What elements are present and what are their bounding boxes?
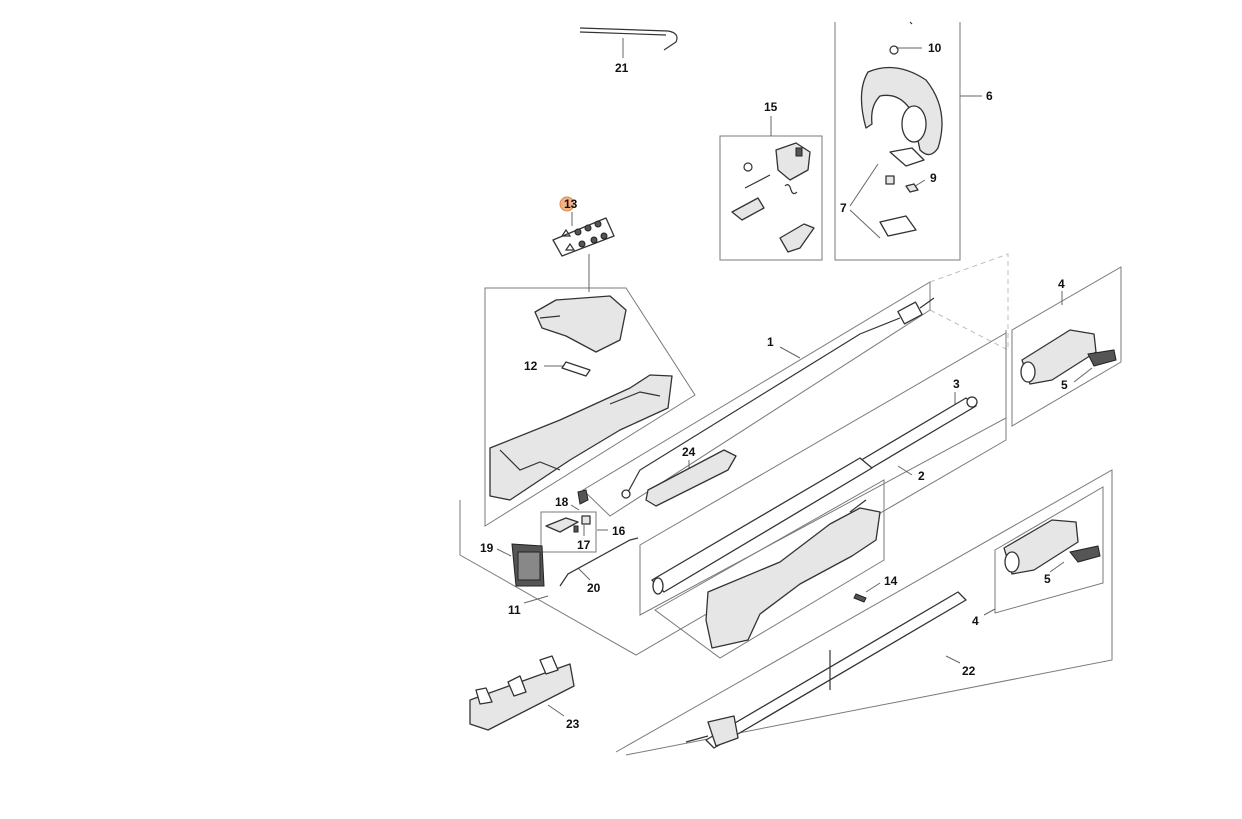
callout-13-highlight-marker [559, 196, 575, 212]
part-1-cable [621, 297, 935, 499]
callout-12[interactable]: 12 [524, 359, 538, 373]
frame-handle-6 [834, 22, 961, 261]
part-4-grip-upper [1020, 329, 1117, 385]
callout-4-lower[interactable]: 4 [972, 614, 979, 628]
part-19-block [511, 543, 545, 587]
callout-6[interactable]: 6 [986, 89, 993, 103]
callout-2[interactable]: 2 [918, 469, 925, 483]
frame-lower-handle [654, 479, 885, 659]
part-22-shaft [685, 591, 967, 749]
callout-16[interactable]: 16 [612, 524, 626, 538]
frame-grip-4-upper [1011, 266, 1122, 427]
part-housing-cover [534, 295, 627, 353]
frame-housing-inner-12 [484, 287, 696, 527]
callout-23[interactable]: 23 [566, 717, 580, 731]
part-13-warning-label [552, 217, 615, 257]
part-12-strip [561, 361, 591, 377]
frame-shaft-22 [615, 469, 1113, 756]
part-20-wire [559, 537, 639, 587]
part-21-rod [579, 27, 678, 51]
callout-18[interactable]: 18 [555, 495, 569, 509]
part-housing-main [489, 374, 673, 501]
frame-grip-4-lower [994, 486, 1104, 614]
callout-3[interactable]: 3 [953, 377, 960, 391]
callout-9[interactable]: 9 [930, 171, 937, 185]
callout-21[interactable]: 21 [615, 61, 629, 75]
callout-7[interactable]: 7 [840, 201, 847, 215]
assembly-frames [459, 22, 1122, 756]
callout-24[interactable]: 24 [682, 445, 696, 459]
part-16-17-18-switch [545, 489, 591, 533]
frame-cable-dashed [929, 253, 1009, 351]
part-24-bracket [645, 449, 737, 507]
callout-22[interactable]: 22 [962, 664, 976, 678]
callout-14[interactable]: 14 [884, 574, 898, 588]
part-15-assembly [731, 142, 815, 253]
callout-11[interactable]: 11 [508, 603, 521, 617]
part-23-holder [469, 655, 575, 731]
callout-5-lower[interactable]: 5 [1044, 572, 1051, 586]
callout-4-upper[interactable]: 4 [1058, 277, 1065, 291]
part-lower-handle [705, 499, 881, 649]
callout-10[interactable]: 10 [928, 41, 942, 55]
callout-13[interactable]: 13 [564, 197, 578, 211]
callout-5-upper[interactable]: 5 [1061, 378, 1068, 392]
callout-20[interactable]: 20 [587, 581, 601, 595]
part-2-main-tube [651, 457, 873, 595]
callout-15[interactable]: 15 [764, 100, 778, 114]
part-14-screw [853, 593, 867, 603]
callout-labels: 13 21 15 10 6 9 7 12 1 3 4 5 2 24 18 16 … [480, 41, 1068, 731]
callout-19[interactable]: 19 [480, 541, 494, 555]
part-6-loop-handle [860, 21, 943, 237]
leader-lines [496, 38, 1093, 717]
frame-cable-1 [582, 281, 931, 517]
frame-16 [540, 511, 597, 553]
callout-1[interactable]: 1 [767, 335, 774, 349]
frame-tube-2 [639, 332, 1007, 616]
callout-17[interactable]: 17 [577, 538, 591, 552]
parts [469, 21, 1117, 749]
part-4-grip-lower [1003, 519, 1101, 575]
